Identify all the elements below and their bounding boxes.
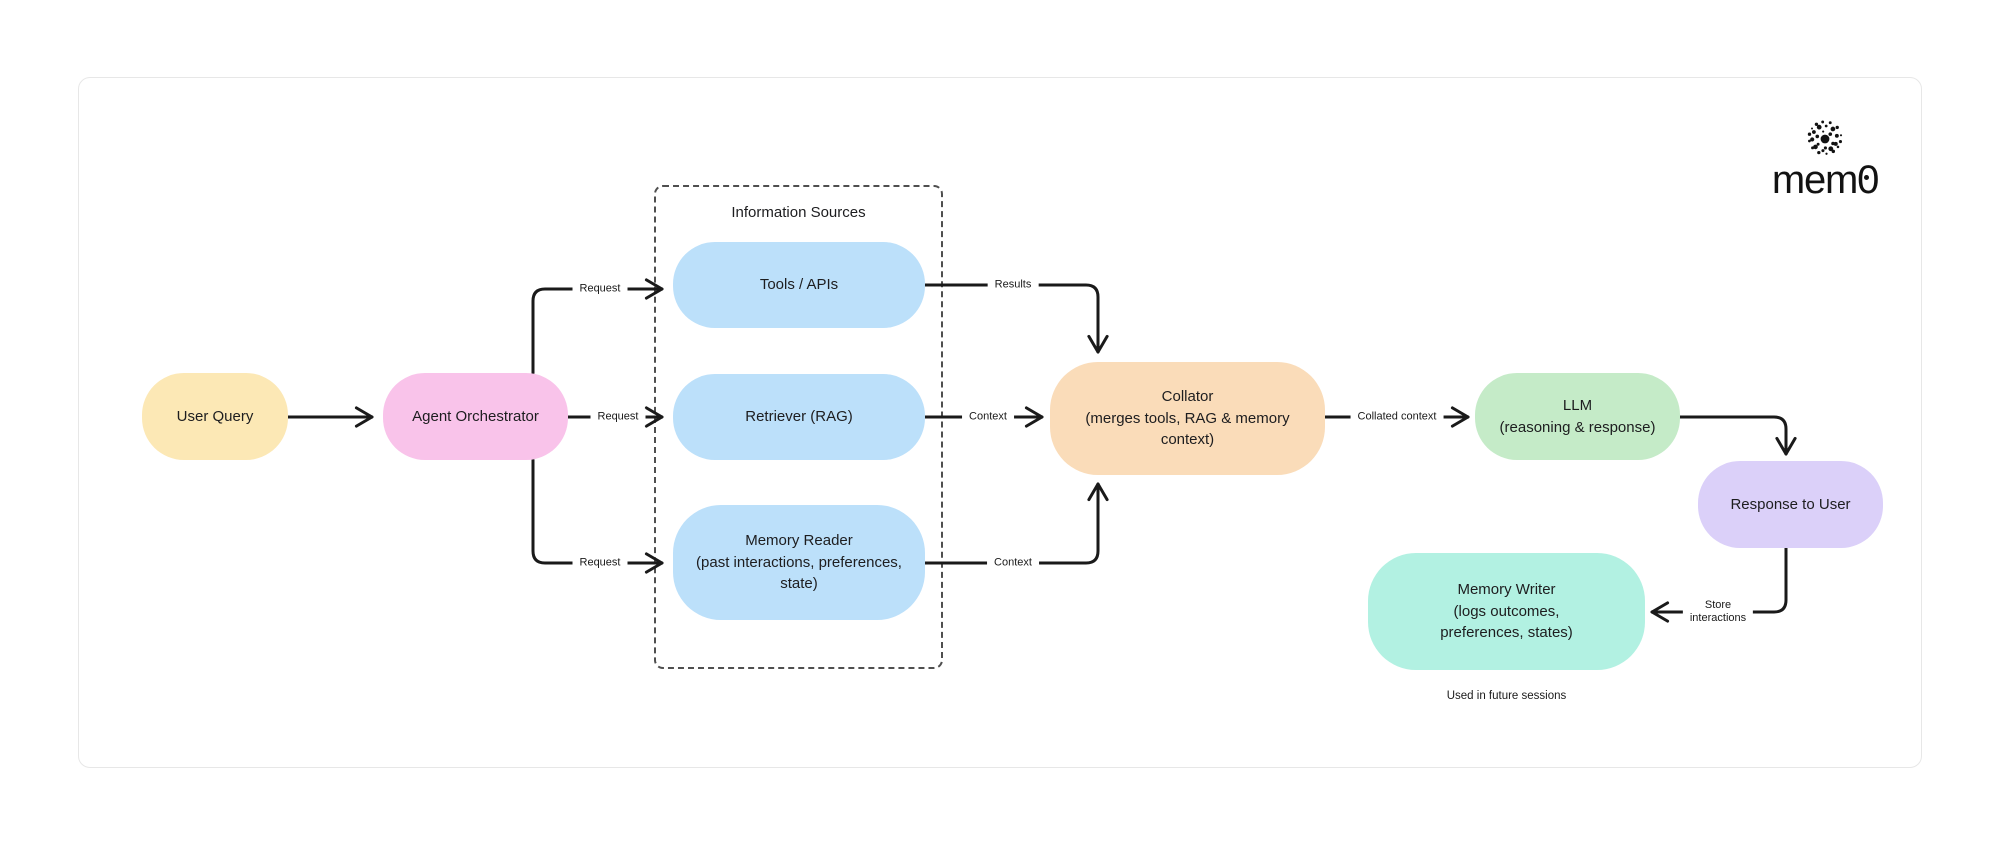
edge-label-request-mid: Request [590, 408, 646, 426]
edge-tools-to-collator [923, 283, 1109, 354]
edge-agent-to-tools [531, 278, 664, 375]
node-memory-reader: Memory Reader (past interactions, prefer… [673, 505, 925, 620]
caption-used-in-future-sessions: Used in future sessions [1446, 690, 1567, 702]
mem0-logo: mem0 [1762, 118, 1888, 200]
node-llm: LLM (reasoning & response) [1475, 373, 1680, 460]
mem0-logo-text: mem0 [1771, 158, 1880, 202]
node-response-to-user: Response to User [1698, 461, 1883, 548]
edge-label-context-rag: Context [962, 408, 1014, 426]
node-tools-apis: Tools / APIs [673, 242, 925, 328]
edge-response-to-memory-writer [1650, 546, 1788, 623]
edge-label-request-top: Request [572, 280, 628, 298]
edge-label-collated-context: Collated context [1350, 408, 1444, 426]
node-agent-orchestrator: Agent Orchestrator [383, 373, 568, 460]
node-retriever-rag: Retriever (RAG) [673, 374, 925, 460]
edge-label-request-bottom: Request [572, 554, 628, 572]
node-memory-writer: Memory Writer (logs outcomes, preference… [1368, 553, 1645, 670]
node-user-query: User Query [142, 373, 288, 460]
edge-llm-to-response [1678, 415, 1797, 456]
information-sources-title: Information Sources [731, 204, 866, 221]
edge-agent-to-memory-reader [531, 458, 664, 574]
edge-label-context-memory: Context [987, 554, 1039, 572]
edge-label-store-interactions: Store interactions [1682, 597, 1754, 627]
edge-label-results: Results [987, 276, 1039, 294]
mem0-logo-icon [1807, 120, 1843, 155]
memzero-dot [1864, 175, 1870, 180]
edge-memory-reader-to-collator [923, 482, 1109, 565]
node-collator: Collator (merges tools, RAG & memory con… [1050, 362, 1325, 475]
